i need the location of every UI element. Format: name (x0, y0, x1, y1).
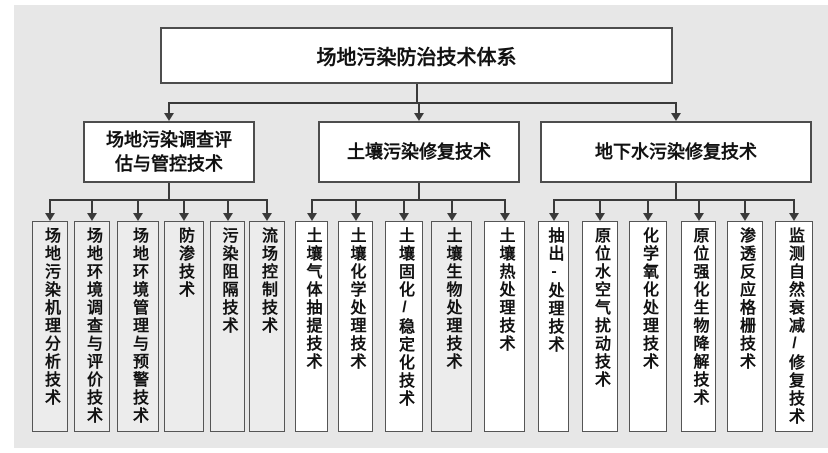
connector-line (183, 199, 185, 213)
leaf-node: 土壤固化/稳定化技术 (385, 221, 423, 432)
connector-line (169, 102, 676, 104)
leaf-node: 场地环境管理与预警技术 (117, 221, 159, 432)
arrowhead-down-icon (789, 213, 799, 221)
connector-line (50, 199, 267, 201)
branch-label: 土壤污染修复技术 (347, 141, 491, 162)
leaf-node: 污染阻隔技术 (210, 221, 245, 432)
connector-line (418, 102, 420, 113)
connector-line (312, 199, 505, 201)
root-label: 场地污染防治技术体系 (316, 47, 517, 69)
connector-line (793, 199, 795, 213)
arrowhead-down-icon (414, 113, 424, 121)
connector-line (698, 199, 700, 213)
connector-line (137, 199, 139, 213)
connector-line (553, 199, 555, 213)
leaf-label: 流场控制技术 (259, 227, 276, 335)
branch-label: 地下水污染修复技术 (595, 141, 757, 162)
arrowhead-down-icon (595, 213, 605, 221)
branch-node-soil: 土壤污染修复技术 (318, 121, 520, 183)
arrowhead-down-icon (223, 213, 233, 221)
connector-line (168, 183, 170, 199)
arrowhead-down-icon (740, 213, 750, 221)
leaf-node: 流场控制技术 (249, 221, 285, 432)
connector-line (227, 199, 229, 213)
arrowhead-down-icon (447, 213, 457, 221)
leaf-label: 原位水空气扰动技术 (592, 227, 609, 389)
branch-label: 场地污染调查评估与管控技术 (106, 129, 232, 174)
connector-line (675, 183, 677, 199)
leaf-label: 原位强化生物降解技术 (690, 227, 708, 407)
connector-line (599, 199, 601, 213)
arrowhead-down-icon (87, 213, 97, 221)
arrowhead-down-icon (351, 213, 361, 221)
leaf-node: 原位水空气扰动技术 (582, 221, 618, 432)
arrowhead-down-icon (549, 213, 559, 221)
connector-line (416, 84, 418, 102)
leaf-node: 场地污染机理分析技术 (32, 221, 68, 432)
arrowhead-down-icon (262, 213, 272, 221)
arrowhead-down-icon (133, 213, 143, 221)
leaf-label: 场地污染机理分析技术 (42, 227, 59, 407)
leaf-label: 土壤生物处理技术 (443, 227, 461, 371)
leaf-label: 抽出-处理技术 (545, 227, 563, 354)
branch-node-groundwater: 地下水污染修复技术 (540, 121, 812, 183)
leaf-node: 土壤生物处理技术 (431, 221, 472, 432)
connector-line (554, 199, 795, 201)
leaf-label: 土壤气体抽提技术 (303, 227, 321, 371)
leaf-node: 土壤气体抽提技术 (295, 221, 328, 432)
arrowhead-down-icon (45, 213, 55, 221)
connector-line (168, 102, 170, 113)
arrowhead-down-icon (643, 213, 653, 221)
leaf-label: 土壤固化/稳定化技术 (396, 227, 413, 408)
connector-line (418, 183, 420, 199)
leaf-label: 场地环境管理与预警技术 (130, 227, 147, 425)
arrowhead-down-icon (500, 213, 510, 221)
arrowhead-down-icon (399, 213, 409, 221)
connector-line (451, 199, 453, 213)
leaf-node: 抽出-处理技术 (538, 221, 569, 432)
connector-line (744, 199, 746, 213)
connector-line (675, 102, 677, 113)
connector-line (49, 199, 51, 213)
connector-line (355, 199, 357, 213)
connector-line (504, 199, 506, 213)
leaf-node: 土壤热处理技术 (484, 221, 525, 432)
leaf-label: 场地环境调查与评价技术 (84, 227, 101, 425)
connector-line (91, 199, 93, 213)
root-node: 场地污染防治技术体系 (160, 27, 673, 84)
connector-line (647, 199, 649, 213)
leaf-label: 污染阻隔技术 (219, 227, 237, 335)
branch-node-investigation: 场地污染调查评估与管控技术 (83, 121, 255, 183)
leaf-node: 土壤化学处理技术 (338, 221, 373, 432)
connector-line (403, 199, 405, 213)
leaf-node: 渗透反应格栅技术 (727, 221, 763, 432)
leaf-node: 原位强化生物降解技术 (681, 221, 716, 432)
leaf-node: 化学氧化处理技术 (629, 221, 667, 432)
arrowhead-down-icon (694, 213, 704, 221)
leaf-label: 防渗技术 (176, 227, 193, 299)
leaf-node: 场地环境调查与评价技术 (74, 221, 110, 432)
leaf-label: 土壤化学处理技术 (347, 227, 365, 371)
leaf-label: 土壤热处理技术 (496, 227, 514, 353)
arrowhead-down-icon (307, 213, 317, 221)
connector-line (311, 199, 313, 213)
leaf-label: 渗透反应格栅技术 (737, 227, 754, 371)
connector-line (266, 199, 268, 213)
leaf-node: 防渗技术 (164, 221, 204, 432)
leaf-label: 化学氧化处理技术 (640, 227, 657, 371)
arrowhead-down-icon (164, 113, 174, 121)
arrowhead-down-icon (179, 213, 189, 221)
arrowhead-down-icon (671, 113, 681, 121)
leaf-label: 监测自然衰减/修复技术 (786, 227, 803, 426)
leaf-node: 监测自然衰减/修复技术 (775, 221, 813, 432)
